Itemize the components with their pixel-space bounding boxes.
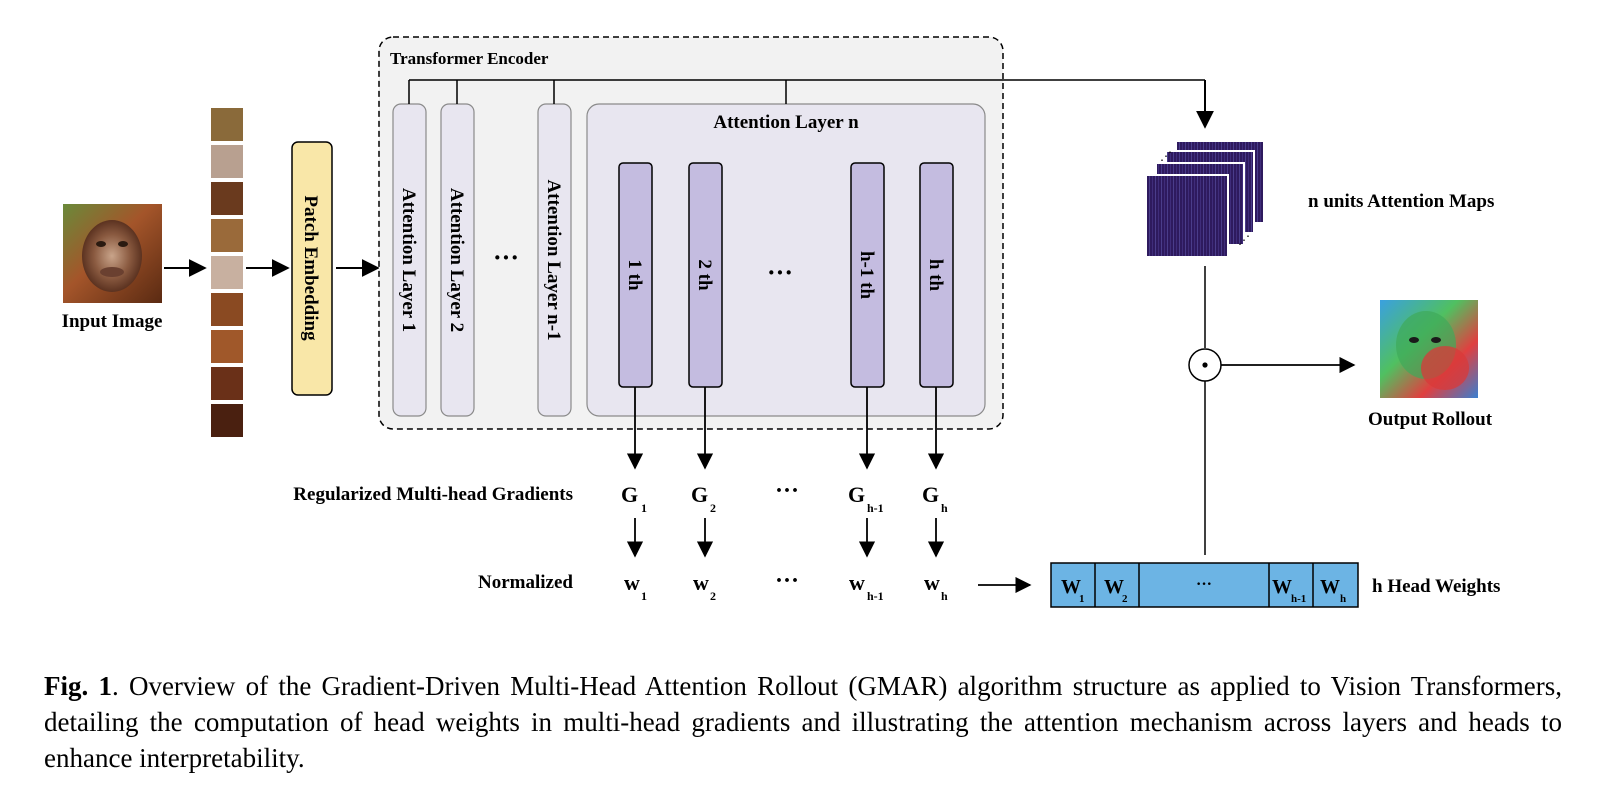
svg-text:G: G — [922, 482, 939, 507]
normalized-w1: w 1 — [624, 570, 647, 603]
layer-to-maps-connector — [408, 79, 1214, 129]
figure-caption-label: Fig. 1 — [44, 671, 112, 701]
svg-text:h: h — [941, 589, 948, 603]
svg-text:w: w — [924, 570, 940, 595]
figure-caption-text: . Overview of the Gradient-Driven Multi-… — [44, 671, 1562, 773]
svg-text:h-1: h-1 — [1291, 593, 1306, 605]
attention-maps-label: n units Attention Maps — [1308, 191, 1494, 212]
head-2-label: 2 th — [694, 259, 715, 291]
svg-text:G: G — [691, 482, 708, 507]
svg-text:w: w — [849, 570, 865, 595]
image-patch — [211, 293, 243, 326]
svg-text:G: G — [848, 482, 865, 507]
head-weight-wh-1: W h-1 — [1272, 576, 1306, 605]
transformer-encoder-title: Transformer Encoder — [390, 49, 549, 68]
gradients-label: Regularized Multi-head Gradients — [293, 484, 573, 505]
image-patch — [211, 404, 243, 437]
input-image-label: Input Image — [62, 311, 163, 332]
image-patch — [211, 330, 243, 363]
gradient-g2: G 2 — [691, 482, 716, 515]
head-to-gradient-arrows — [626, 387, 945, 470]
svg-text:h: h — [941, 501, 948, 515]
svg-text:⋰: ⋰ — [1238, 233, 1250, 247]
svg-text:W: W — [1320, 576, 1340, 598]
head-weights-bar — [1050, 562, 1359, 608]
heads-ellipsis: ··· — [767, 258, 793, 287]
gradient-to-normalized-arrows — [626, 518, 945, 558]
svg-text:W: W — [1104, 576, 1124, 598]
attention-maps-stack: ⋰ ⋰ — [1145, 140, 1265, 258]
attention-layer-n-1-label: Attention Layer n-1 — [543, 179, 564, 340]
svg-text:h-1: h-1 — [867, 501, 884, 515]
normalized-w2: w 2 — [693, 570, 716, 603]
svg-text:⋰: ⋰ — [1160, 149, 1172, 163]
hadamard-operator-dot — [1202, 362, 1208, 368]
svg-text:2: 2 — [710, 501, 716, 515]
head-weights-label: h Head Weights — [1372, 576, 1500, 597]
head-weight-wh: W h — [1320, 576, 1346, 605]
attention-layer-1-label: Attention Layer 1 — [398, 188, 419, 332]
image-patch — [211, 182, 243, 215]
head-weight-ellipsis: ··· — [1196, 576, 1212, 593]
patch-embedding-label: Patch Embedding — [300, 195, 321, 341]
svg-text:2: 2 — [710, 589, 716, 603]
head-weight-w1: W 1 — [1061, 576, 1085, 605]
figure-caption: Fig. 1. Overview of the Gradient-Driven … — [44, 668, 1562, 776]
gmar-diagram: Input Image Patch Embedding Transformer … — [62, 36, 1500, 608]
svg-text:h-1: h-1 — [867, 589, 884, 603]
patch-embedding-block — [291, 141, 333, 396]
normalized-wh-1: w h-1 — [849, 570, 884, 603]
svg-text:1: 1 — [1079, 593, 1085, 605]
gradients-ellipsis: ··· — [775, 478, 799, 504]
svg-text:2: 2 — [1122, 593, 1128, 605]
svg-text:w: w — [624, 570, 640, 595]
head-h-label: h th — [925, 259, 946, 292]
image-patches — [211, 108, 243, 437]
svg-text:1: 1 — [641, 589, 647, 603]
image-patch — [211, 256, 243, 289]
gradient-gh-1: G h-1 — [848, 482, 884, 515]
image-patch — [211, 108, 243, 141]
attention-layer-n-title: Attention Layer n — [713, 112, 859, 133]
svg-text:h: h — [1340, 593, 1346, 605]
svg-text:1: 1 — [641, 501, 647, 515]
image-patch — [211, 145, 243, 178]
output-rollout-label: Output Rollout — [1368, 409, 1493, 430]
image-patch — [211, 219, 243, 252]
head-h-1-label: h-1 th — [856, 251, 877, 299]
layers-ellipsis: ··· — [493, 243, 519, 272]
svg-text:w: w — [693, 570, 709, 595]
attention-layer-2-label: Attention Layer 2 — [446, 188, 467, 332]
gradient-g1: G 1 — [621, 482, 647, 515]
output-rollout-image — [1380, 300, 1478, 398]
normalized-label: Normalized — [478, 572, 573, 593]
gradient-gh: G h — [922, 482, 948, 515]
image-patch — [211, 367, 243, 400]
svg-text:W: W — [1061, 576, 1081, 598]
input-image — [63, 204, 162, 303]
svg-text:G: G — [621, 482, 638, 507]
normalized-ellipsis: ··· — [775, 568, 799, 594]
head-1-label: 1 th — [624, 259, 645, 291]
normalized-wh: w h — [924, 570, 948, 603]
svg-text:W: W — [1272, 576, 1292, 598]
head-weight-w2: W 2 — [1104, 576, 1128, 605]
